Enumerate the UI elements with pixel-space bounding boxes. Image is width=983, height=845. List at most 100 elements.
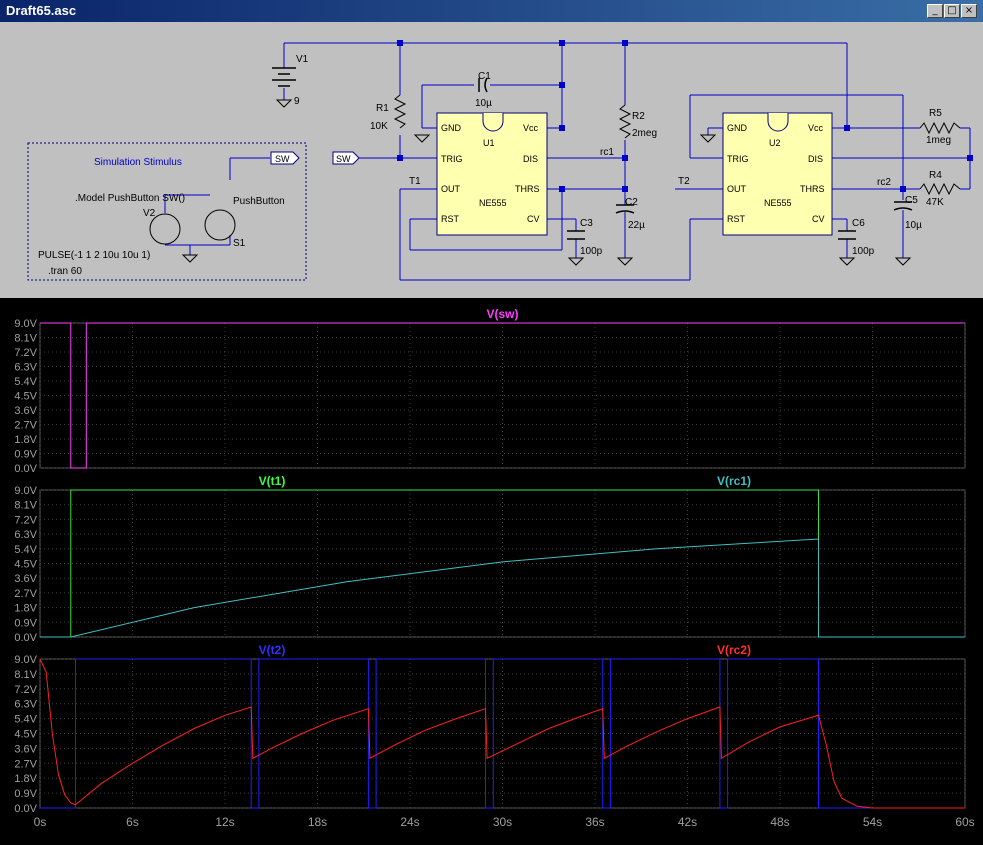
y-tick-label: 7.2V	[14, 347, 37, 359]
y-tick-label: 8.1V	[14, 333, 37, 345]
c2-name: C2	[625, 197, 638, 208]
schematic-editor[interactable]: GND TRIG OUT RST Vcc DIS THRS CV U1 NE55…	[0, 22, 983, 298]
y-tick-label: 0.0V	[14, 803, 37, 815]
r2-value: 2meg	[632, 128, 657, 139]
capacitor-c3[interactable]	[567, 230, 585, 240]
net-label-t1: T1	[409, 176, 421, 187]
resistor-r1[interactable]	[393, 94, 407, 129]
y-tick-label: 0.0V	[14, 632, 37, 644]
y-tick-label: 5.4V	[14, 714, 37, 726]
trace-vt2	[40, 658, 965, 809]
y-tick-label: 1.8V	[14, 603, 37, 615]
ic-u1[interactable]	[436, 112, 548, 236]
r1-name: R1	[376, 103, 389, 114]
capacitor-c5[interactable]	[893, 201, 913, 211]
s1-name: S1	[233, 238, 246, 249]
battery-v1[interactable]	[272, 67, 296, 87]
x-tick-label: 42s	[678, 815, 697, 829]
trace-label: V(sw)	[486, 307, 518, 321]
y-tick-label: 3.6V	[14, 573, 37, 585]
trace-label: V(t2)	[259, 643, 286, 657]
v1-value: 9	[294, 96, 300, 107]
x-tick-label: 36s	[585, 815, 604, 829]
u2-pin-vcc: Vcc	[808, 123, 824, 133]
trace-vrc1	[40, 538, 965, 638]
capacitor-c2[interactable]	[615, 204, 635, 214]
v2-name: V2	[143, 208, 156, 219]
resistor-r2[interactable]	[618, 104, 632, 139]
stimulus-title: Simulation Stimulus	[94, 157, 182, 168]
net-label-rc2: rc2	[877, 177, 891, 188]
v1-name: V1	[296, 54, 309, 65]
c3-value: 100p	[580, 246, 603, 257]
trace-label: V(rc2)	[717, 643, 751, 657]
y-tick-label: 8.1V	[14, 669, 37, 681]
y-tick-label: 4.5V	[14, 391, 37, 403]
x-tick-label: 18s	[308, 815, 327, 829]
r1-value: 10K	[370, 121, 388, 132]
capacitor-c1[interactable]	[478, 77, 488, 93]
x-tick-label: 30s	[493, 815, 512, 829]
title-bar[interactable]: Draft65.asc _ □ ×	[0, 0, 983, 22]
x-tick-label: 54s	[863, 815, 882, 829]
x-tick-label: 24s	[400, 815, 419, 829]
waveform-viewer[interactable]: 9.0V 8.1V 7.2V 6.3V 5.4V 4.5V 3.6V 2.7V 1.8V 0.9V…	[0, 298, 983, 840]
x-tick-label: 12s	[215, 815, 234, 829]
minimize-button[interactable]: _	[927, 4, 943, 18]
y-tick-label: 7.2V	[14, 514, 37, 526]
y-tick-label: 9.0V	[14, 485, 37, 497]
u2-pin-gnd: GND	[727, 123, 748, 133]
y-tick-label: 8.1V	[14, 500, 37, 512]
tran-directive: .tran 60	[48, 266, 82, 277]
pushbutton-label: PushButton	[233, 196, 285, 207]
y-tick-label: 5.4V	[14, 376, 37, 388]
u2-part: NE555	[764, 198, 792, 208]
pulse-directive: PULSE(-1 1 2 10u 10u 1)	[38, 250, 150, 261]
u1-pin-gnd: GND	[441, 123, 462, 133]
trace-label: V(t1)	[259, 474, 286, 488]
u2-pin-dis: DIS	[808, 154, 823, 164]
y-tick-label: 2.7V	[14, 758, 37, 770]
c1-value: 10µ	[475, 98, 492, 109]
y-tick-label: 7.2V	[14, 684, 37, 696]
net-label-rc1: rc1	[600, 147, 614, 158]
x-tick-label: 60s	[955, 815, 974, 829]
u2-pin-rst: RST	[727, 214, 746, 224]
c3-name: C3	[580, 218, 593, 229]
trace-vsw	[40, 322, 965, 469]
x-tick-label: 48s	[770, 815, 789, 829]
trace-vrc2	[39, 658, 965, 809]
ic-u2[interactable]	[722, 112, 833, 236]
r4-value: 47K	[926, 197, 944, 208]
net-label-sw: SW	[336, 154, 351, 164]
y-tick-label: 4.5V	[14, 559, 37, 571]
net-flag-sw[interactable]: SW	[332, 151, 360, 165]
close-button[interactable]: ×	[961, 4, 977, 18]
y-tick-label: 6.3V	[14, 699, 37, 711]
u1-pin-trig: TRIG	[441, 154, 463, 164]
c1-name: C1	[478, 71, 491, 82]
stimulus-sw-flag: SW	[275, 154, 290, 164]
c5-value: 10µ	[905, 220, 922, 231]
u2-pin-trig: TRIG	[727, 154, 749, 164]
r4-name: R4	[929, 170, 942, 181]
y-tick-label: 1.8V	[14, 773, 37, 785]
y-tick-label: 6.3V	[14, 529, 37, 541]
u1-name: U1	[483, 138, 495, 148]
resistor-r4[interactable]	[919, 182, 961, 196]
junctions	[397, 40, 973, 192]
x-tick-label: 0s	[34, 815, 47, 829]
capacitor-c6[interactable]	[838, 230, 856, 240]
c6-value: 100p	[852, 246, 875, 257]
y-tick-label: 3.6V	[14, 743, 37, 755]
y-tick-label: 0.9V	[14, 617, 37, 629]
simulation-stimulus-box[interactable]: Simulation Stimulus .Model PushButton SW…	[27, 142, 307, 281]
resistor-r5[interactable]	[919, 121, 961, 135]
r5-name: R5	[929, 108, 942, 119]
maximize-button[interactable]: □	[944, 4, 960, 18]
u1-pin-thrs: THRS	[515, 184, 540, 194]
net-label-t2: T2	[678, 176, 690, 187]
u2-pin-out: OUT	[727, 184, 747, 194]
c5-name: C5	[905, 195, 918, 206]
